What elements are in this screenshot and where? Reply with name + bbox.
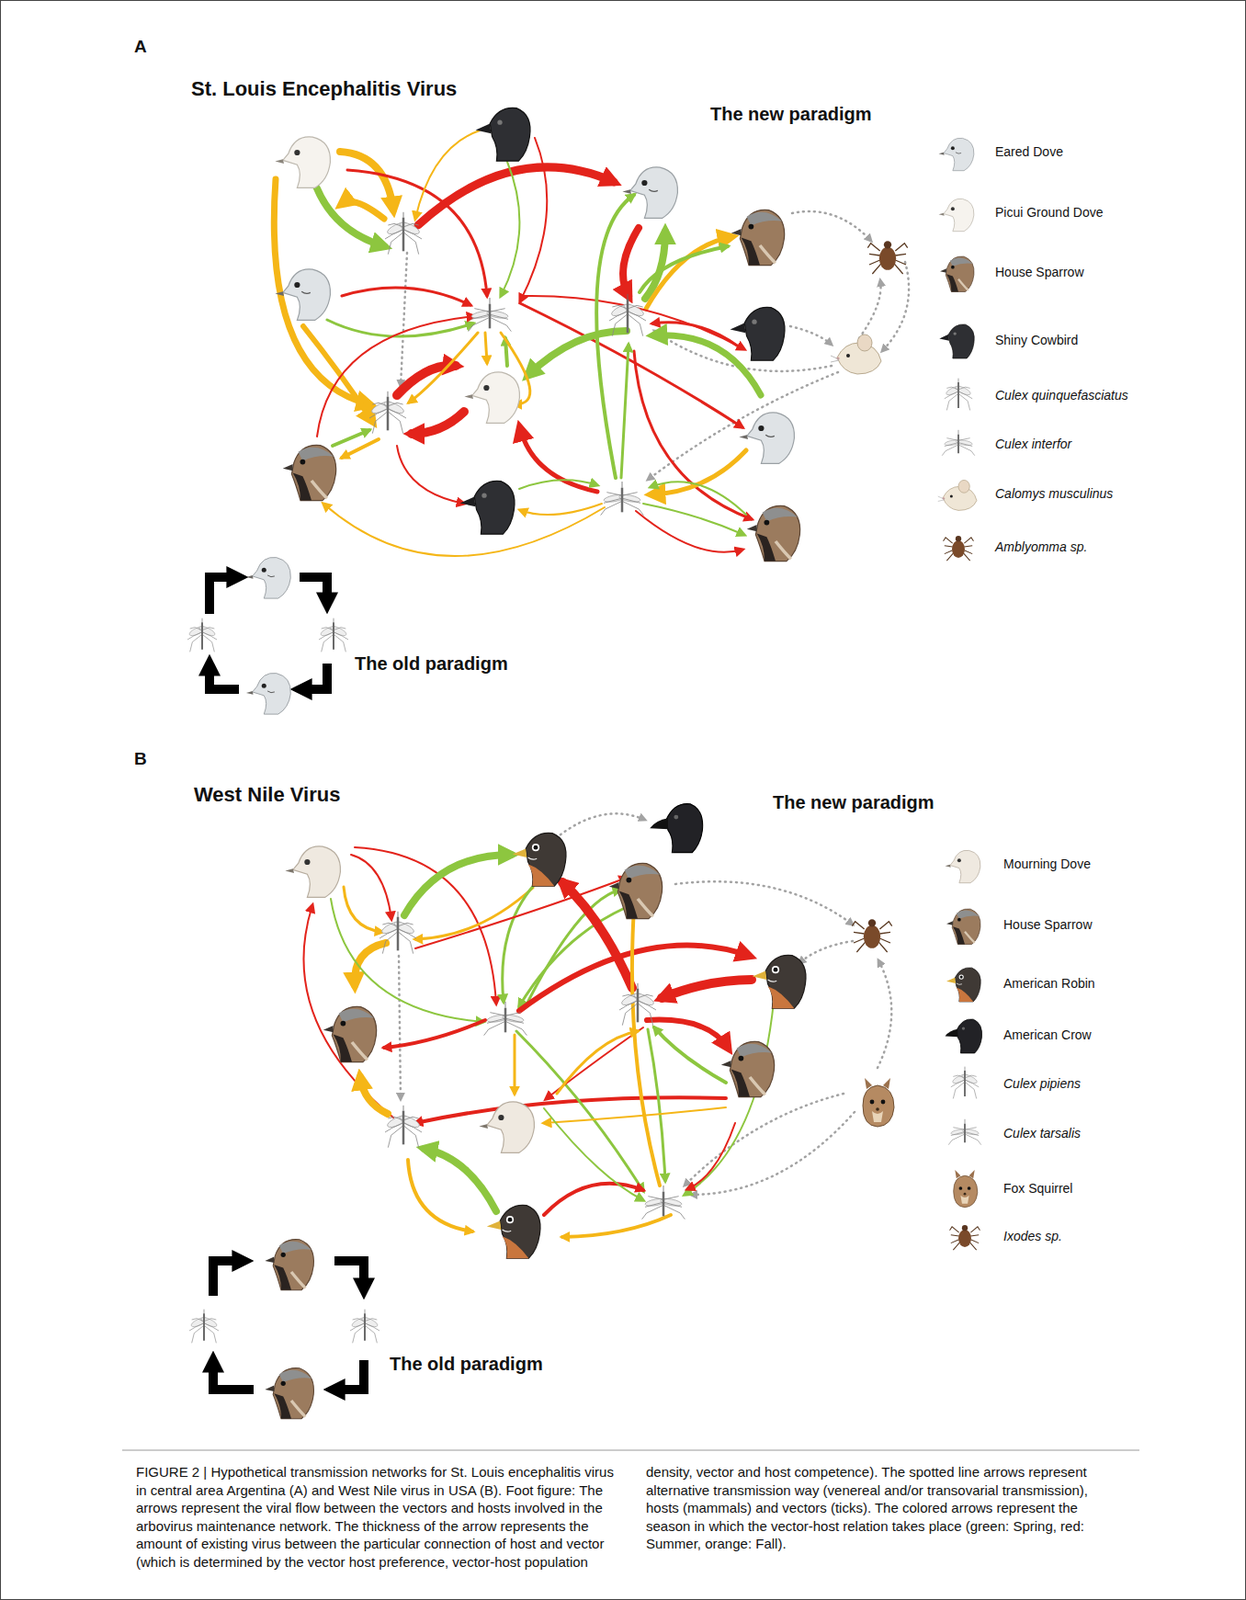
legend-text: Culex interfor: [995, 435, 1072, 453]
paradigm-heading: The old paradigm: [389, 1352, 544, 1375]
legend-text-wrap: Culex quinquefasciatus: [995, 386, 1129, 404]
legend-text-wrap: Ixodes sp.: [1003, 1227, 1063, 1245]
slev-network-arrows: [273, 130, 909, 556]
legend-sample: [951, 1066, 979, 1099]
legend-text-wrap: Culex interfor: [995, 435, 1072, 453]
legend-text-wrap: Fox Squirrel: [1003, 1179, 1073, 1197]
legend-sample: [940, 256, 975, 292]
legend-sample: [939, 198, 975, 231]
legend-text: American Crow: [1003, 1026, 1092, 1043]
legend-sample: [946, 967, 981, 1002]
wnv-network-arrows: [303, 813, 892, 1237]
legend-text-wrap: Eared Dove: [995, 143, 1064, 160]
legend-text-wrap: House Sparrow: [1003, 916, 1093, 933]
legend-sample: [945, 849, 981, 883]
legend-sample: [941, 430, 975, 456]
legend-text: Culex pipiens: [1003, 1075, 1081, 1092]
paradigm-heading-wrap: The new paradigm: [772, 791, 935, 814]
legend-sample: [945, 1019, 983, 1054]
legend-text-wrap: House Sparrow: [995, 263, 1085, 281]
paradigm-heading-wrap: The old paradigm: [389, 1352, 544, 1375]
panel-letter-wrap: B: [134, 748, 148, 771]
legend-text-wrap: Culex pipiens: [1003, 1075, 1081, 1092]
slev-species-icons: [274, 107, 907, 561]
legend-text-wrap: American Crow: [1003, 1026, 1092, 1043]
legend-sample: [944, 378, 973, 411]
wnv-species-icons: [284, 804, 895, 1259]
legend-text: Picui Ground Dove: [995, 203, 1104, 221]
paradigm-heading-wrap: The old paradigm: [354, 652, 509, 675]
panel-letter-wrap: A: [134, 36, 148, 58]
caption-box: FIGURE 2 | Hypothetical transmission net…: [135, 1462, 1125, 1571]
legend-text: Shiny Cowbird: [995, 331, 1078, 349]
legend-text: House Sparrow: [995, 263, 1085, 281]
panel-letter: B: [134, 748, 148, 771]
panel-letter: A: [134, 36, 148, 58]
legend-sample: [938, 479, 977, 510]
legend-text-wrap: Calomys musculinus: [995, 485, 1113, 502]
legend-text-wrap: American Robin: [1003, 974, 1096, 992]
legend-sample: [946, 908, 981, 944]
panel-title-wrap: St. Louis Encephalitis Virus: [191, 77, 457, 102]
legend-text-wrap: Culex tarsalis: [1003, 1124, 1081, 1142]
panel-title: St. Louis Encephalitis Virus: [191, 77, 457, 102]
legend-text-wrap: Amblyomma sp.: [995, 538, 1088, 556]
figure-caption: FIGURE 2 | Hypothetical transmission net…: [135, 1462, 1125, 1571]
legend-text: Eared Dove: [995, 143, 1064, 160]
legend-text: Calomys musculinus: [995, 485, 1113, 502]
legend-sample: [943, 535, 975, 561]
legend-text: American Robin: [1003, 974, 1096, 992]
legend-sample: [939, 137, 975, 170]
legend-text: Ixodes sp.: [1003, 1227, 1063, 1245]
paradigm-heading: The new paradigm: [772, 791, 935, 814]
legend-sample: [953, 1169, 978, 1208]
legend-text-wrap: Shiny Cowbird: [995, 331, 1078, 349]
old-paradigm-loop-b: [189, 1239, 380, 1419]
legend-text-wrap: Mourning Dove: [1003, 855, 1091, 873]
paradigm-heading: The old paradigm: [354, 652, 509, 675]
paradigm-heading: The new paradigm: [710, 102, 873, 125]
panel-title-wrap: West Nile Virus: [193, 782, 340, 807]
legend-text-wrap: Picui Ground Dove: [995, 203, 1104, 221]
legend-text: Culex tarsalis: [1003, 1124, 1081, 1142]
legend-text: Fox Squirrel: [1003, 1179, 1073, 1197]
paradigm-heading-wrap: The new paradigm: [710, 102, 873, 125]
old-paradigm-loop-a: [187, 556, 349, 714]
legend-text: Amblyomma sp.: [995, 538, 1088, 556]
legend-sample: [939, 324, 975, 359]
legend-text: House Sparrow: [1003, 916, 1093, 933]
legend-sample: [948, 1119, 981, 1145]
legend-sample: [950, 1224, 981, 1250]
legend-text: Culex quinquefasciatus: [995, 386, 1129, 404]
panel-title: West Nile Virus: [193, 782, 340, 807]
legend-text: Mourning Dove: [1003, 855, 1091, 873]
